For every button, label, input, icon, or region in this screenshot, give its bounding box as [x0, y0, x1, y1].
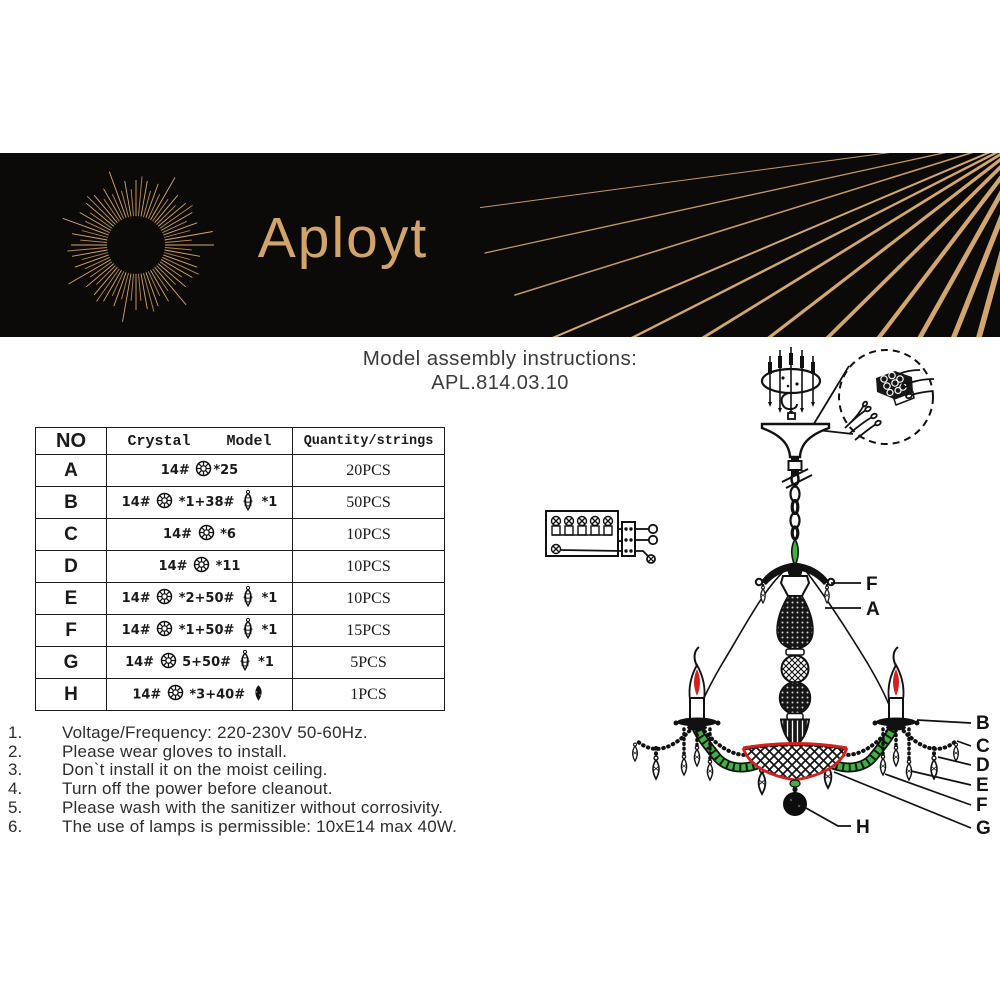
- instruction-number: 4.: [8, 779, 23, 799]
- instruction-item: 3. Don`t install it on the moist ceiling.: [8, 761, 528, 780]
- octagon-crystal-icon: [156, 620, 173, 641]
- quantity-cell: 1PCS: [292, 678, 445, 711]
- quantity-cell: 50PCS: [292, 486, 445, 519]
- crystal-model-cell: 14# *25: [106, 454, 293, 487]
- crystal-model-cell: 14# *1+38# *1: [106, 486, 293, 519]
- title-line: Model assembly instructions:: [362, 347, 638, 370]
- row-letter: G: [35, 646, 107, 679]
- ball-crystal-icon: [251, 684, 266, 706]
- wiring-diagram: [545, 510, 659, 564]
- page-title: Model assembly instructions: APL.814.03.…: [0, 346, 1000, 396]
- instruction-text: Turn off the power before cleanout.: [62, 779, 333, 799]
- crystal-model-cell: 14# *3+40#: [106, 678, 293, 711]
- assembly-diagram: F A B C D E F G H: [545, 347, 991, 839]
- crystal-model-cell: 14# *11: [106, 550, 293, 583]
- instruction-number: 1.: [8, 723, 23, 742]
- octagon-crystal-icon: [167, 684, 184, 705]
- part-labels: F A B C D E F G H: [805, 574, 991, 839]
- instruction-number: 3.: [8, 760, 23, 780]
- label-bottom-ball: H: [856, 817, 870, 838]
- header-no: NO: [35, 427, 107, 455]
- table-header-row: NO Crystal Model Quantity/strings: [35, 427, 445, 455]
- instruction-list: 1.Voltage/Frequency: 220-230V 50-60Hz.2.…: [8, 723, 528, 837]
- instruction-item: 4. Turn off the power before cleanout.: [8, 779, 528, 799]
- green-crystal-link: [790, 537, 800, 569]
- brand-banner: Aployt: [0, 153, 1000, 337]
- connection-detail-callout: [811, 349, 935, 445]
- quantity-cell: 10PCS: [292, 550, 445, 583]
- bottom-ball-crystal: [783, 792, 807, 816]
- instruction-text: The use of lamps is permissible: 10xE14 …: [62, 816, 458, 836]
- label-part-g: G: [976, 818, 991, 839]
- label-part-f: F: [976, 795, 988, 816]
- model-number: APL.814.03.10: [431, 372, 569, 394]
- quantity-cell: 5PCS: [292, 646, 445, 679]
- sunburst-logo: [62, 171, 214, 322]
- instruction-number: 2.: [8, 741, 23, 761]
- crystal-model-cell: 14# *1+50# *1: [106, 614, 293, 647]
- instruction-item: 6. The use of lamps is permissible: 10xE1…: [8, 816, 528, 837]
- header-model: Crystal Model: [106, 427, 293, 455]
- instruction-item: 5. Please wash with the sanitizer without…: [8, 797, 528, 818]
- row-letter: E: [35, 582, 107, 615]
- instruction-number: 5.: [8, 797, 23, 817]
- instruction-text: Don`t install it on the moist ceiling.: [62, 760, 328, 780]
- instruction-item: 2. Please wear gloves to install.: [8, 741, 528, 762]
- header-quantity: Quantity/strings: [292, 427, 445, 455]
- brand-name: Aployt: [257, 206, 429, 270]
- label-part-e: E: [976, 775, 989, 796]
- quantity-cell: 20PCS: [292, 454, 445, 487]
- hands-icon: [844, 369, 935, 441]
- quantity-cell: 10PCS: [292, 518, 445, 551]
- drop-crystal-icon: [240, 617, 256, 643]
- label-part-b: B: [976, 713, 990, 734]
- octagon-crystal-icon: [156, 492, 173, 513]
- drop-crystal-icon: [240, 489, 256, 515]
- crystal-model-cell: 14# *2+50# *1: [106, 582, 293, 615]
- instruction-text: Please wear gloves to install.: [62, 741, 288, 761]
- octagon-crystal-icon: [198, 524, 215, 545]
- row-letter: C: [35, 518, 107, 551]
- quantity-cell: 10PCS: [292, 582, 445, 615]
- crystal-model-cell: 14# *6: [106, 518, 293, 551]
- drop-crystal-icon: [237, 649, 253, 675]
- candle-right: [873, 647, 920, 780]
- center-column: [754, 562, 836, 752]
- terminal-block-icon: [876, 371, 915, 406]
- row-letter: F: [35, 614, 107, 647]
- instruction-item: 1. Voltage/Frequency: 220-230V 50-60Hz.: [8, 723, 528, 743]
- crystal-model-cell: 14# 5+50# *1: [106, 646, 293, 679]
- instruction-text: Please wash with the sanitizer without c…: [62, 797, 444, 817]
- canopy-and-chain: [760, 412, 831, 569]
- label-part-c: C: [976, 736, 990, 757]
- row-letter: A: [35, 454, 107, 487]
- instruction-number: 6.: [8, 816, 23, 836]
- quantity-cell: 15PCS: [292, 614, 445, 647]
- label-canopy-crystal: F: [866, 574, 878, 595]
- octagon-crystal-icon: [156, 588, 173, 609]
- octagon-crystal-icon: [193, 556, 210, 577]
- octagon-crystal-icon: [195, 460, 212, 481]
- instruction-text: Voltage/Frequency: 220-230V 50-60Hz.: [62, 723, 368, 742]
- octagon-crystal-icon: [160, 652, 177, 673]
- ceiling-mount: [760, 347, 822, 416]
- label-suspension-string: A: [866, 599, 880, 620]
- row-letter: D: [35, 550, 107, 583]
- row-letter: B: [35, 486, 107, 519]
- crystal-bowl: [741, 742, 849, 816]
- label-part-d: D: [976, 755, 990, 776]
- gold-rays-decoration: [480, 153, 1000, 337]
- row-letter: H: [35, 678, 107, 711]
- drop-crystal-icon: [240, 585, 256, 611]
